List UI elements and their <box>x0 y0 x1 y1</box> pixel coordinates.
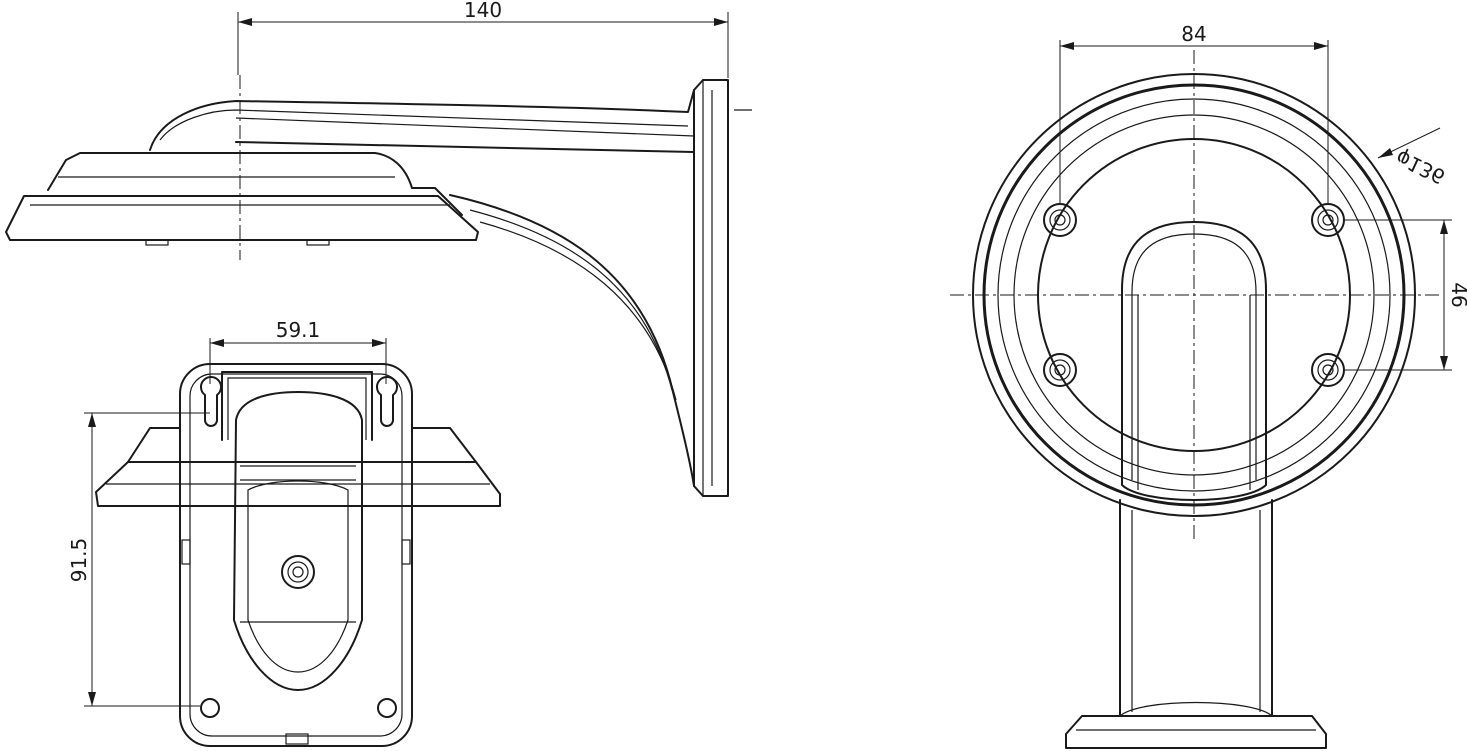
bottom-view <box>95 363 501 747</box>
dimension-59-1: 59.1 <box>209 318 387 384</box>
dimension-84-label: 84 <box>1181 22 1206 46</box>
dimension-84: 84 <box>1059 22 1329 204</box>
dimension-140-label: 140 <box>464 0 502 22</box>
dimension-91-5: 91.5 <box>67 412 210 707</box>
dimension-diameter-label: φ136 <box>1392 145 1449 188</box>
dimension-diameter: φ136 <box>1377 127 1449 189</box>
side-view <box>5 75 752 497</box>
dimension-59-1-label: 59.1 <box>276 318 321 342</box>
front-view <box>950 50 1440 749</box>
dimension-46-label: 46 <box>1447 282 1467 307</box>
dimension-46: 46 <box>1344 219 1467 371</box>
dimension-140: 140 <box>237 0 729 78</box>
dimension-91-5-label: 91.5 <box>67 538 91 583</box>
